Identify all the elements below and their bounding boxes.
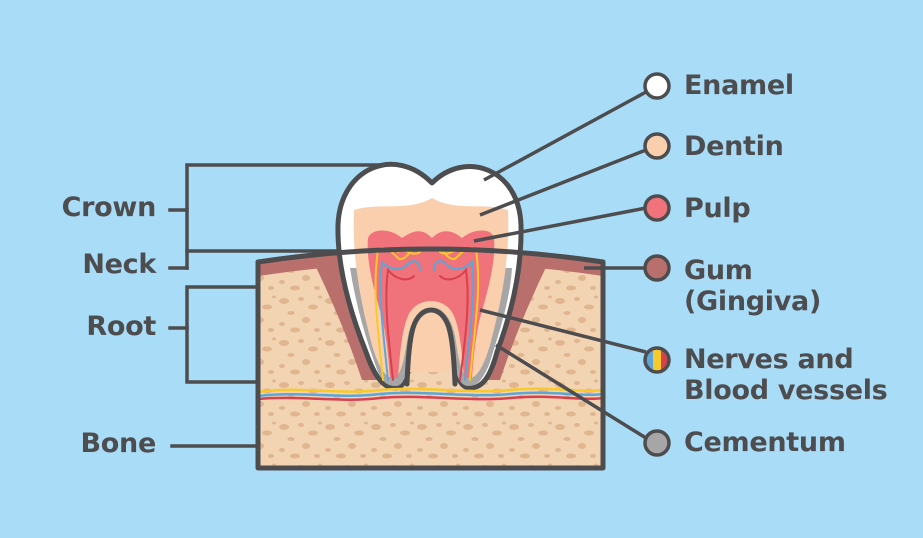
neck-label: Neck	[82, 249, 156, 280]
cementum-label: Cementum	[684, 427, 846, 458]
nerves-leader	[479, 308, 647, 354]
nerves-swatch	[643, 346, 671, 374]
dentin-leader	[479, 148, 647, 217]
gum-label-line1: Gum	[684, 255, 753, 286]
jaw-block-outline	[255, 246, 606, 471]
gum-label-line2: (Gingiva)	[684, 286, 822, 317]
pulp-swatch	[643, 194, 671, 222]
dentin-swatch	[643, 132, 671, 160]
crown-bracket	[185, 163, 388, 253]
tooth	[335, 161, 524, 391]
gum-swatch	[643, 254, 671, 282]
pulp-leader	[473, 206, 647, 243]
crown-label: Crown	[61, 192, 157, 223]
inner-root-outline	[404, 307, 458, 387]
enamel-leader	[483, 90, 647, 182]
dentin-label: Dentin	[684, 131, 784, 162]
root-canal-gap	[410, 308, 452, 372]
enamel-swatch	[643, 72, 671, 100]
bone-vessels	[258, 387, 603, 401]
right-leader-lines	[473, 90, 647, 440]
pulp-label: Pulp	[684, 193, 751, 224]
cementum-swatch	[643, 429, 671, 457]
nerves-label-line2: Blood vessels	[684, 375, 888, 406]
cementum-leader	[495, 343, 647, 440]
legend-swatches	[643, 72, 671, 457]
nerves-label-line1: Nerves and	[684, 344, 854, 375]
root-label: Root	[86, 311, 156, 342]
enamel-label: Enamel	[684, 70, 794, 101]
bone-label: Bone	[80, 428, 157, 459]
